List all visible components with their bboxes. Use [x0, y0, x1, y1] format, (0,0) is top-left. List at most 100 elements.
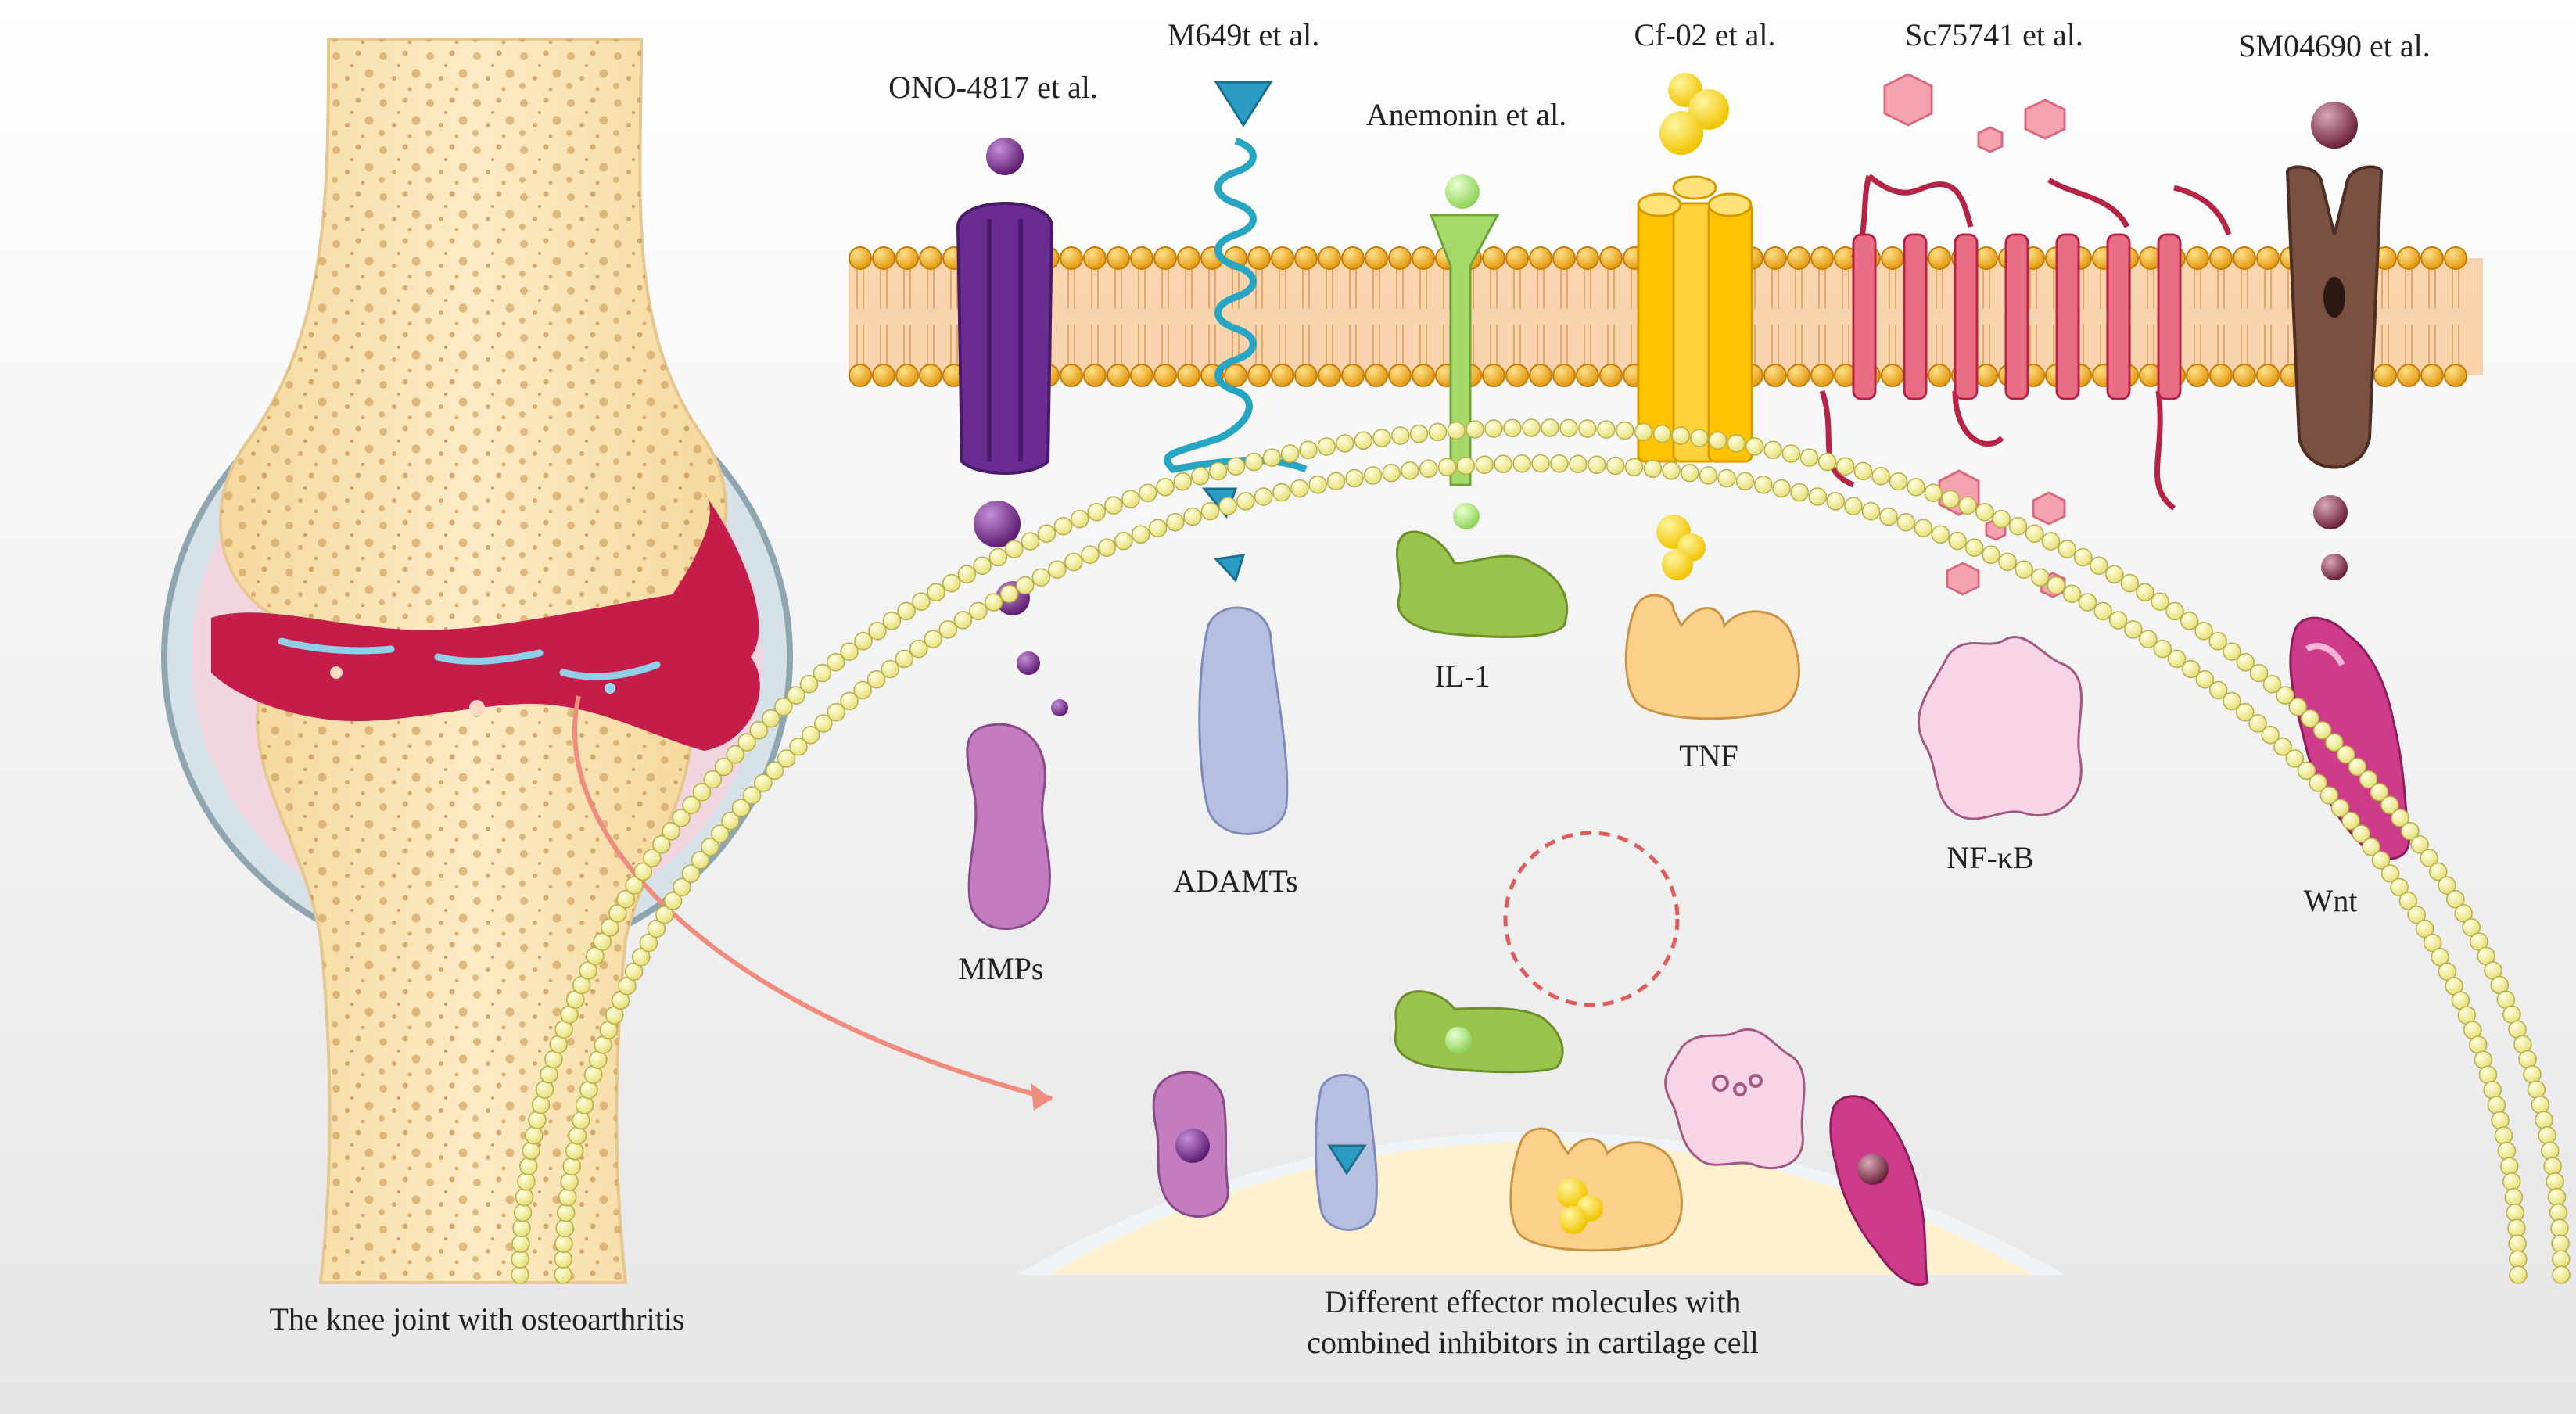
lipid-tail	[1067, 270, 1075, 364]
lipid-tail	[2405, 270, 2413, 364]
lipid-tail	[2452, 270, 2459, 364]
cell-lipid-head	[1982, 545, 2000, 564]
lipid-tail	[2264, 270, 2272, 364]
cell-lipid-head	[2502, 1172, 2521, 1191]
cell-lipid-head	[1382, 463, 1401, 483]
cell-lipid-head	[525, 1125, 544, 1145]
tnf-receptor	[1637, 175, 1753, 463]
cell-lipid-head	[1503, 418, 1522, 438]
cell-lipid-head	[912, 592, 931, 611]
effector-label: IL-1	[1434, 659, 1490, 694]
cell-lipid-head	[924, 630, 943, 648]
cell-lipid-head	[2415, 919, 2434, 938]
cell-lipid-head	[2531, 1095, 2550, 1114]
lipid-tail	[1560, 270, 1568, 364]
lipid-tail	[856, 270, 864, 364]
cell-lipid-head	[672, 809, 691, 827]
cell-lipid-head	[2041, 532, 2061, 551]
cell-nfkb-molecule	[1664, 1028, 1806, 1170]
cell-lipid-head	[2509, 1265, 2528, 1284]
cell-caption-line1: Different effector molecules with	[1325, 1284, 1742, 1319]
cell-lipid-head	[2297, 761, 2316, 781]
cell-lipid-head	[2543, 1157, 2562, 1175]
cell-lipid-head	[1021, 532, 1040, 551]
cell-lipid-head	[1681, 463, 1699, 483]
cell-lipid-head	[663, 892, 683, 910]
cell-lipid-head	[1484, 419, 1503, 438]
cell-lipid-head	[1104, 496, 1123, 515]
cell-lipid-head	[555, 1218, 574, 1238]
pathway-mmps: ONO-4817 et al. MMPs	[888, 70, 1098, 986]
inhibitor-pyramid	[1214, 81, 1273, 127]
cell-lipid-head	[2330, 799, 2350, 817]
cell-lipid-head	[1781, 444, 1801, 463]
inhibitor-sphere	[2321, 554, 2348, 580]
cell-lipid-head	[1808, 487, 1828, 506]
effector-label: NF-κB	[1946, 840, 2033, 875]
cell-lipid-head	[2428, 862, 2448, 881]
wnt-receptor-pore	[2323, 277, 2345, 318]
cell-tnf-inhibitor	[1559, 1206, 1588, 1234]
pathway-nfkb: Sc75741 et al. NF-κB	[1819, 17, 2232, 875]
lipid-tail	[1114, 270, 1122, 364]
cell-lipid-head	[522, 1141, 540, 1161]
cell-lipid-head	[2552, 1250, 2571, 1269]
lipid-head	[1529, 246, 1552, 270]
lipid-head	[1599, 364, 1623, 387]
cell-lipid-head	[2249, 663, 2269, 683]
lipid-tail	[1138, 270, 1146, 364]
lipid-head	[2420, 364, 2444, 387]
cell-lipid-head	[938, 620, 957, 639]
cell-lipid-head	[568, 1126, 587, 1145]
cell-lipid-head	[633, 862, 653, 881]
lipid-tail	[1419, 270, 1427, 364]
cell-lipid-head	[572, 1111, 590, 1130]
cell-lipid-head	[1754, 476, 1773, 494]
cell-lipid-head	[2312, 721, 2332, 740]
lipid-tail	[1490, 270, 1498, 364]
cell-lipid-head	[1512, 454, 1531, 473]
cell-lipid-head	[1308, 476, 1327, 494]
lipid-tail	[1936, 270, 1943, 364]
cell-lipid-head	[643, 849, 662, 867]
cell-lipid-head	[1550, 454, 1569, 473]
cell-lipid-head	[973, 556, 992, 575]
lipid-head	[1083, 246, 1107, 270]
cell-lipid-head	[655, 905, 674, 924]
cell-lipid-head	[999, 584, 1019, 603]
cell-lipid-head	[1317, 437, 1336, 456]
lipid-head	[895, 246, 919, 270]
lipid-head	[1505, 246, 1529, 270]
inhibitor-label: Cf-02 et al.	[1634, 17, 1775, 52]
cell-lipid-head	[2151, 592, 2169, 611]
inhibitor-hexagon	[1977, 126, 2004, 153]
cell-lipid-head	[1941, 490, 1960, 508]
inhibitor-label: Sc75741 et al.	[1905, 17, 2083, 52]
cell-lipid-head	[853, 680, 872, 700]
lipid-head	[1365, 246, 1388, 270]
cell-lipid-head	[2288, 698, 2307, 716]
mmp-receptor-channel	[987, 219, 1023, 461]
inhibitor-hexagon	[2032, 491, 2066, 526]
cell-lipid-head	[2262, 674, 2282, 694]
cell-nfkb-inhibitor	[1733, 1082, 1747, 1096]
cell-lipid-head	[652, 835, 671, 854]
cell-lipid-head	[1790, 483, 1809, 502]
cell-lipid-head	[2527, 1080, 2546, 1099]
lipid-head	[1810, 364, 1834, 387]
lipid-head	[1787, 246, 1810, 270]
lipid-tail	[1255, 270, 1263, 364]
lipid-tail	[1818, 270, 1826, 364]
cell-wnt-molecule	[1829, 1095, 1929, 1287]
cell-lipid-head	[1826, 492, 1845, 511]
cell-lipid-head	[2108, 611, 2128, 630]
cell-lipid-head	[1016, 576, 1035, 595]
cell-lipid-head	[1037, 524, 1057, 543]
cell-lipid-head	[1165, 512, 1185, 532]
cell-lipid-head	[726, 745, 744, 764]
pathway-wnt: SM04690 et al. Wnt	[2238, 28, 2431, 918]
cell-lipid-head	[2509, 1250, 2528, 1269]
inhibitor-hexagon	[2024, 99, 2066, 140]
cell-lipid-head	[662, 822, 680, 841]
